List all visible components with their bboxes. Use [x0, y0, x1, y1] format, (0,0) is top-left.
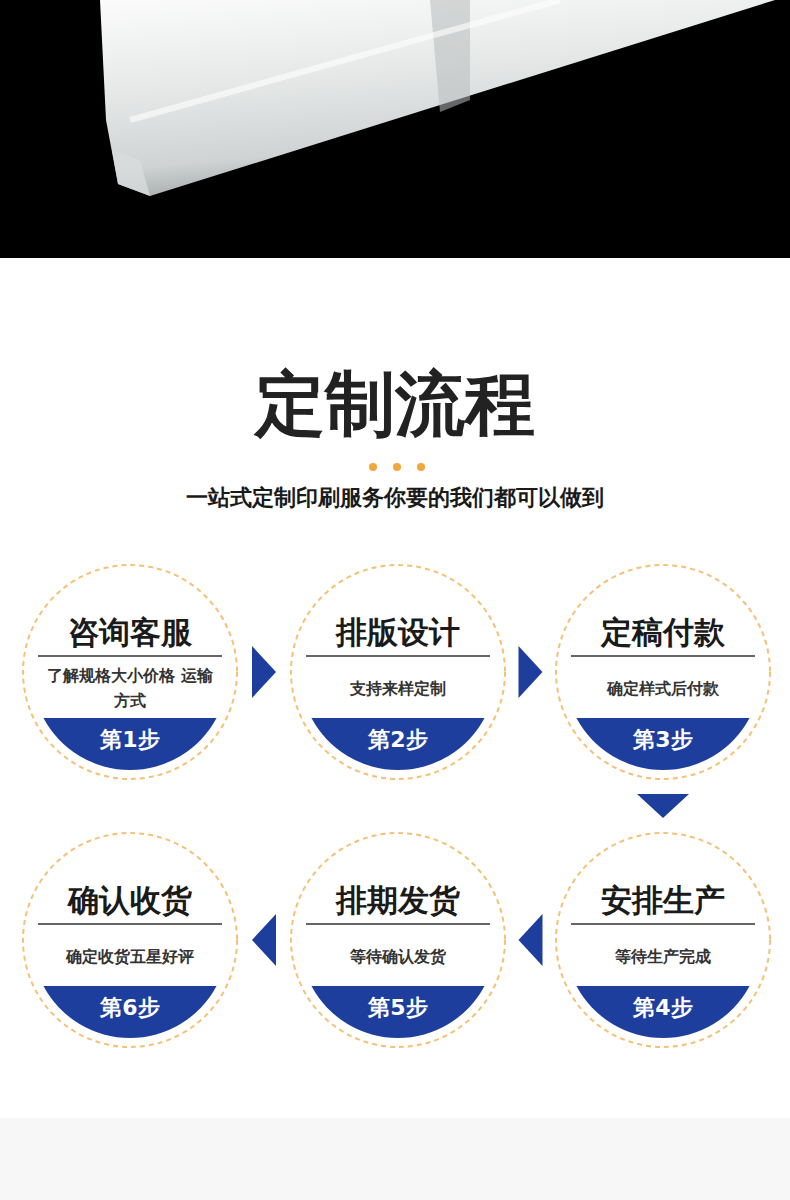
dashed-ring [556, 565, 770, 779]
flow-arrow [519, 646, 543, 698]
diagram-title: 定制流程 [0, 366, 790, 444]
step-number: 第5步 [290, 993, 506, 1023]
flow-arrow [637, 794, 689, 818]
description-area: 确定样式后付款 [578, 660, 748, 716]
step-number: 第4步 [555, 993, 771, 1023]
description-area: 确定收货五星好评 [45, 928, 215, 984]
decor-dot [369, 463, 377, 471]
step-circle: 排版设计支持来样定制第2步 [290, 564, 506, 780]
flow-arrow [252, 914, 276, 966]
step-description: 等待确认发货 [350, 944, 446, 969]
decor-dot [393, 463, 401, 471]
step-heading: 排期发货 [290, 883, 506, 917]
subtitle: 一站式定制印刷服务你要的我们都可以做到 [0, 484, 790, 512]
roll-highlight [130, 0, 560, 120]
description-area: 等待确认发货 [313, 928, 483, 984]
dashed-ring [23, 833, 237, 1047]
step-number: 第2步 [290, 725, 506, 755]
heading-rule [571, 655, 755, 657]
step-description: 确定收货五星好评 [66, 944, 194, 969]
step-heading: 安排生产 [555, 883, 771, 917]
step-circle: 安排生产等待生产完成第4步 [555, 832, 771, 1048]
heading-rule [38, 655, 222, 657]
step-circle: 咨询客服了解规格大小价格 运输方式第1步 [22, 564, 238, 780]
description-area: 等待生产完成 [578, 928, 748, 984]
step-heading: 定稿付款 [555, 615, 771, 649]
heading-rule [306, 655, 490, 657]
step-description: 了解规格大小价格 运输方式 [45, 663, 215, 713]
roll-band [430, 0, 470, 112]
heading-rule [571, 923, 755, 925]
decor-dot [417, 463, 425, 471]
plastic-roll [100, 0, 775, 196]
footer-band [0, 1118, 790, 1200]
step-circle: 确认收货确定收货五星好评第6步 [22, 832, 238, 1048]
step-number: 第3步 [555, 725, 771, 755]
description-area: 支持来样定制 [313, 660, 483, 716]
dashed-ring [556, 833, 770, 1047]
dashed-ring [291, 565, 505, 779]
step-heading: 确认收货 [22, 883, 238, 917]
step-description: 等待生产完成 [615, 944, 711, 969]
step-number: 第1步 [22, 725, 238, 755]
flow-arrow [252, 646, 276, 698]
step-heading: 咨询客服 [22, 615, 238, 649]
step-description: 支持来样定制 [350, 676, 446, 701]
flow-arrow [519, 914, 543, 966]
description-area: 了解规格大小价格 运输方式 [45, 660, 215, 716]
dark-banner [0, 0, 790, 258]
dashed-ring [291, 833, 505, 1047]
step-heading: 排版设计 [290, 615, 506, 649]
step-number: 第6步 [22, 993, 238, 1023]
roll-end [112, 150, 150, 196]
step-circle: 排期发货等待确认发货第5步 [290, 832, 506, 1048]
dashed-ring [23, 565, 237, 779]
heading-rule [306, 923, 490, 925]
step-description: 确定样式后付款 [607, 676, 719, 701]
step-circle: 定稿付款确定样式后付款第3步 [555, 564, 771, 780]
heading-rule [38, 923, 222, 925]
